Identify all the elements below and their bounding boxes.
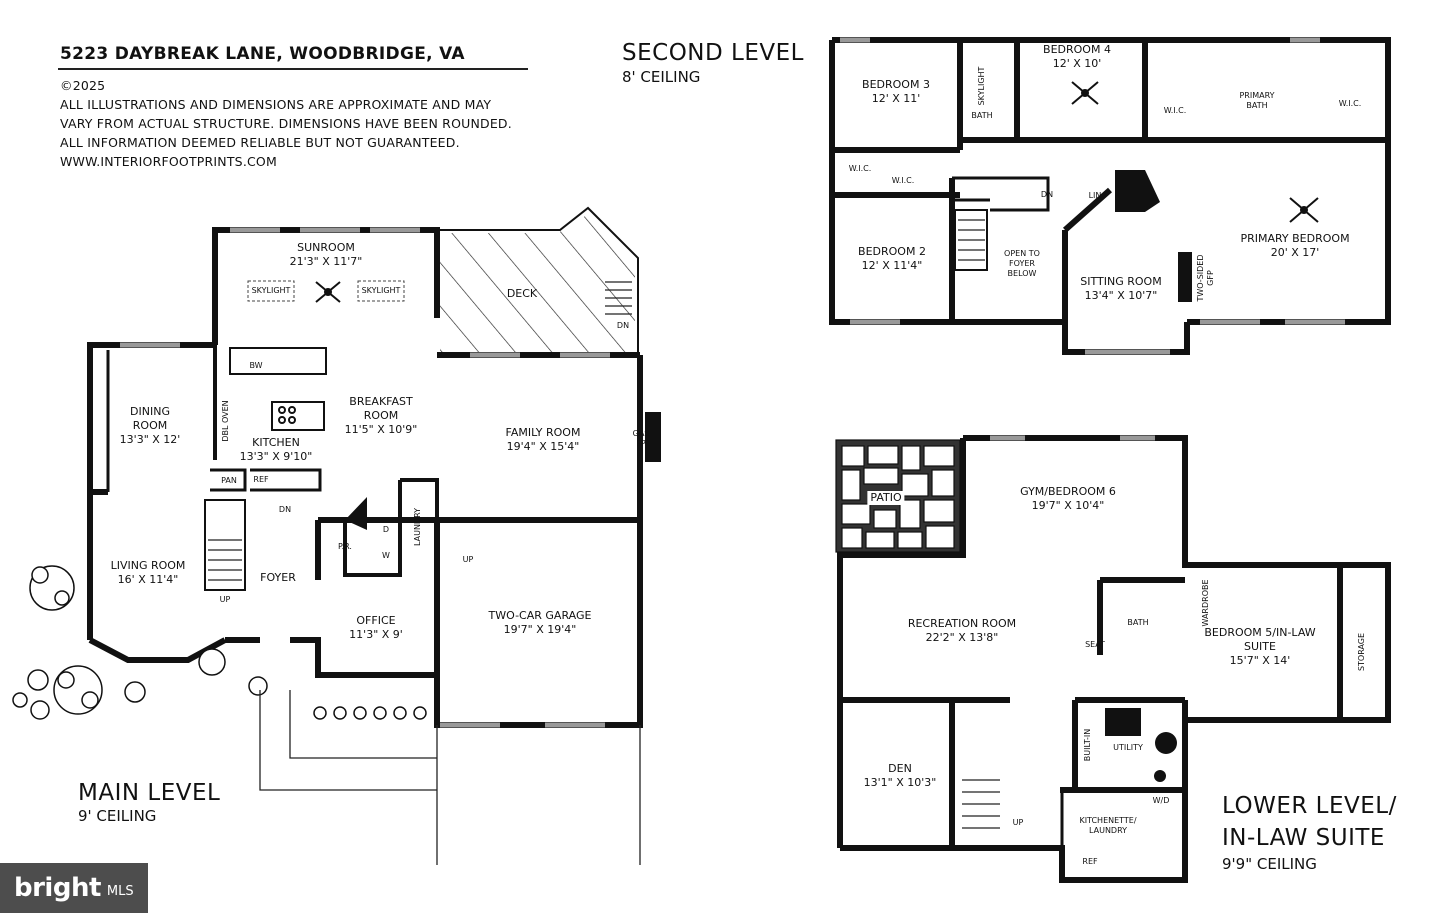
disclaimer-line-1: ALL ILLUSTRATIONS AND DIMENSIONS ARE APP…: [60, 97, 492, 112]
bright-mls-badge: bright MLS: [0, 863, 148, 913]
wic-label-2: W.I.C.: [1338, 99, 1362, 108]
washer-label: W: [382, 551, 390, 560]
water-heater: [1155, 732, 1177, 754]
second-level-ceiling: 8' CEILING: [622, 68, 701, 86]
ceiling-fan-primary: [1289, 197, 1319, 223]
lower-level-ceiling: 9'9" CEILING: [1222, 855, 1317, 873]
lower-level-title-2: IN-LAW SUITE: [1222, 825, 1385, 851]
storage-label: STORAGE: [1357, 632, 1366, 672]
kitchen-island: [271, 401, 325, 431]
address-underline: [58, 68, 528, 70]
bath-label-lower: BATH: [1127, 618, 1149, 627]
pantry-label: PAN: [221, 476, 237, 485]
two-sided-fireplace: [1178, 252, 1192, 302]
stair-dn-second: DN: [1040, 190, 1054, 199]
disclaimer-line-2: VARY FROM ACTUAL STRUCTURE. DIMENSIONS H…: [60, 116, 512, 131]
stair-up-lower: UP: [1012, 818, 1024, 827]
linen-label: LIN: [1088, 191, 1102, 200]
website-text: WWW.INTERIORFOOTPRINTS.COM: [60, 154, 277, 169]
bw-label: BW: [249, 361, 263, 370]
stair-dn-main: DN: [278, 505, 292, 514]
second-level-title: SECOND LEVEL: [622, 40, 804, 66]
ref-label-main: REF: [253, 475, 269, 484]
deck-hatch: [440, 213, 635, 352]
ceiling-fan-bedroom4: [1071, 81, 1099, 105]
kitchen-counter: [229, 347, 327, 375]
room-label-deck: DECK: [506, 287, 538, 300]
lower-level-title-1: LOWER LEVEL/: [1222, 793, 1397, 819]
stair-dn-deck: DN: [616, 321, 630, 330]
fireplace-main: [645, 412, 661, 462]
stair-up-main: UP: [219, 595, 231, 604]
wd-label: W/D: [1152, 796, 1170, 805]
ref-label-lower: REF: [1082, 857, 1098, 866]
wardrobe-label: WARDROBE: [1201, 579, 1210, 627]
wic-label-1: W.I.C.: [1163, 106, 1187, 115]
main-level-ceiling: 9' CEILING: [78, 807, 157, 825]
disclaimer-line-3: ALL INFORMATION DEEMED RELIABLE BUT NOT …: [60, 135, 460, 150]
room-label-kitchenette: KITCHENETTE/LAUNDRY: [1079, 816, 1137, 835]
wic-label-4: W.I.C.: [891, 176, 915, 185]
utility-unit: [1105, 708, 1141, 736]
powder-room-label: P.R.: [338, 542, 352, 551]
skylight-label-2: SKYLIGHT: [361, 286, 401, 295]
bath-label-second: BATH: [971, 111, 993, 120]
stair-up-garage: UP: [462, 555, 474, 564]
wic-label-3: W.I.C.: [848, 164, 872, 173]
skylight-label-1: SKYLIGHT: [251, 286, 291, 295]
room-label-foyer: FOYER: [260, 571, 296, 584]
utility-drain: [1154, 770, 1166, 782]
ceiling-fan-sunroom: [315, 281, 341, 303]
property-address: 5223 DAYBREAK LANE, WOODBRIDGE, VA: [60, 44, 465, 64]
landscape-bushes: [12, 565, 427, 720]
lower-level-walls: [837, 435, 1391, 883]
laundry-label: LAUNDRY: [413, 507, 422, 547]
dryer-label: D: [382, 525, 390, 534]
badge-brand: bright: [14, 873, 101, 903]
badge-suffix: MLS: [106, 883, 134, 899]
skylight-label-bath: SKYLIGHT: [977, 66, 986, 106]
room-label-patio: PATIO: [867, 491, 905, 505]
stair-black-main: [345, 497, 367, 530]
room-label-utility: UTILITY: [1113, 743, 1143, 752]
dbl-oven-label: DBL OVEN: [221, 400, 230, 442]
main-level-title: MAIN LEVEL: [78, 780, 221, 806]
seat-label: SEAT: [1085, 640, 1105, 649]
copyright-text: ©2025: [60, 78, 106, 93]
fireplace-second: [1115, 170, 1160, 212]
disclaimer-block: ©2025 ALL ILLUSTRATIONS AND DIMENSIONS A…: [60, 76, 512, 171]
built-in-label: BUILT-IN: [1083, 728, 1092, 762]
